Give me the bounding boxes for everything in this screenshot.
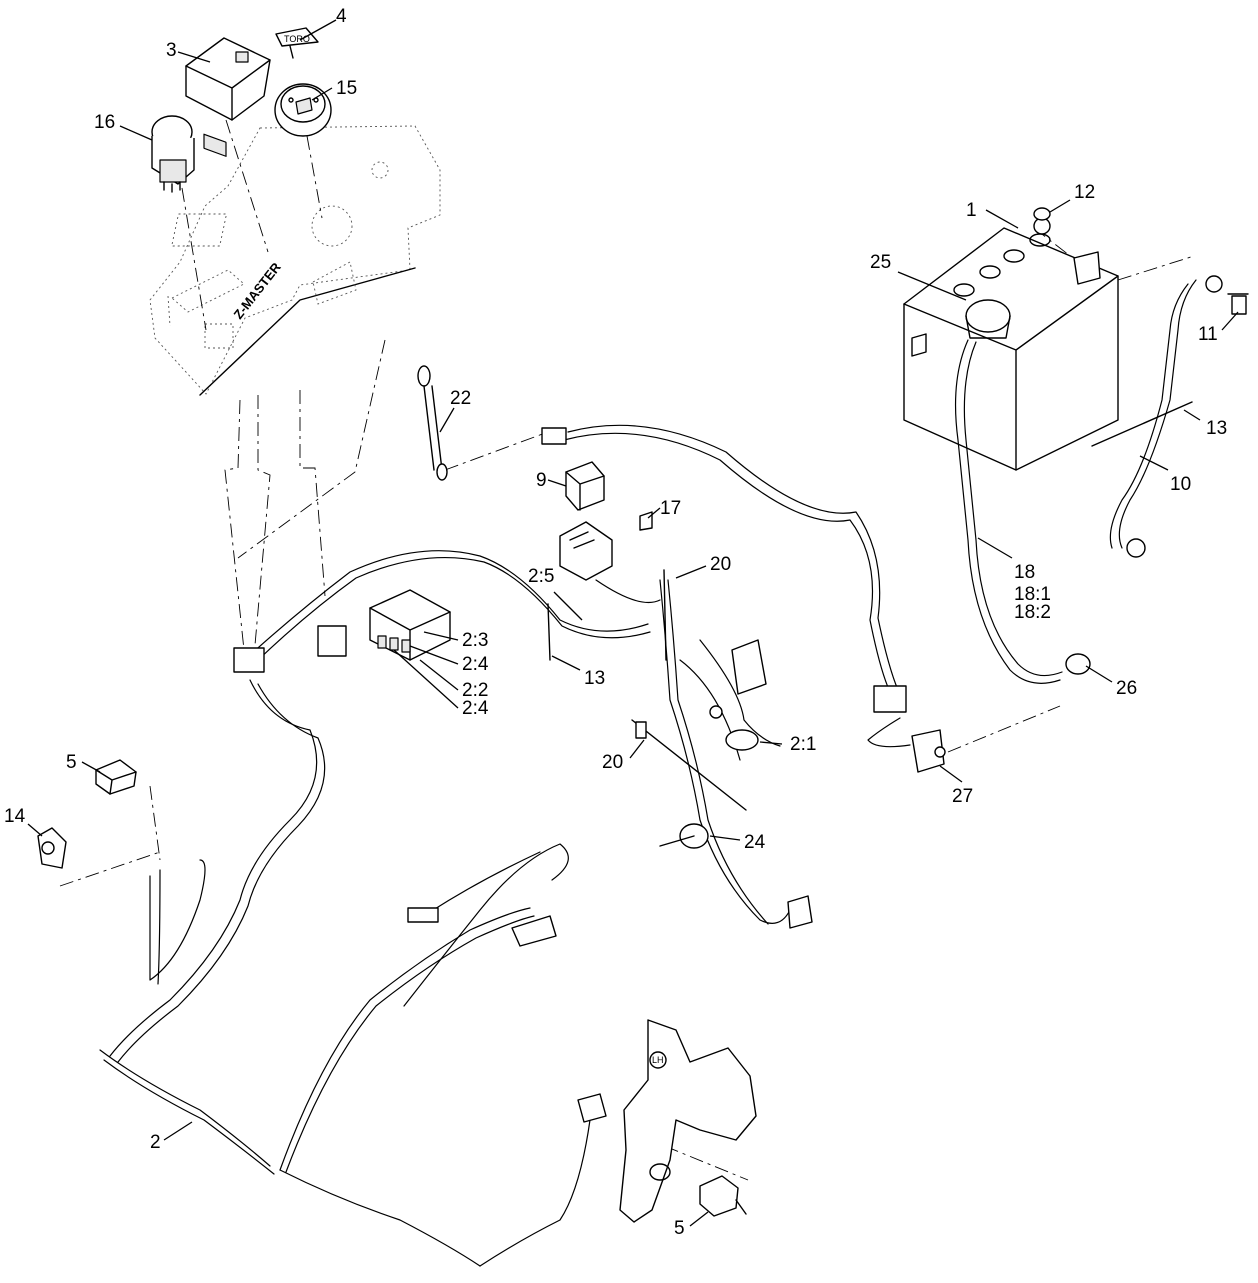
callout-18-1: 18:1: [1014, 584, 1051, 605]
callout-11: 11: [1198, 324, 1218, 345]
seat-switch: [95, 759, 137, 795]
hour-meter: [185, 37, 271, 157]
callout-18-2: 18:2: [1014, 602, 1051, 623]
positive-cable: [954, 339, 1091, 684]
console-brand-logo: Z-MASTER: [231, 259, 285, 322]
battery-harness-connector: [867, 717, 946, 773]
ignition-switch: [274, 83, 332, 137]
callout-2-4b: 2:4: [462, 698, 489, 719]
cable-tie-right: [1091, 401, 1193, 447]
callout-26: 26: [1116, 678, 1137, 699]
seat-switch-clip: [37, 827, 67, 869]
negative-cable: [1109, 275, 1223, 558]
relay-base: [559, 521, 613, 581]
callout-4: 4: [336, 6, 347, 27]
svg-text:LH: LH: [652, 1055, 664, 1065]
callouts: 1 2 2:1 2:2 2:3 2:4 2:4 2:5 3 4 5 5 9 10…: [4, 6, 1227, 1239]
callout-20b: 20: [602, 752, 623, 773]
svg-text:Z-MASTER: Z-MASTER: [231, 259, 285, 322]
callout-12: 12: [1074, 182, 1095, 203]
pto-switch: [151, 115, 195, 193]
ignition-key: TORO: [275, 27, 319, 59]
callout-24: 24: [744, 832, 766, 853]
fuse-block: [369, 589, 451, 661]
lh-park-brake-bracket: LH: [619, 1019, 757, 1223]
callout-13a: 13: [1206, 418, 1227, 439]
callout-5b: 5: [674, 1218, 685, 1239]
main-wire-harness: [99, 424, 907, 1267]
callout-10: 10: [1170, 474, 1191, 495]
callout-13b: 13: [584, 668, 605, 689]
callout-25: 25: [870, 252, 891, 273]
callout-15: 15: [336, 78, 357, 99]
callout-17: 17: [660, 498, 681, 519]
callout-20a: 20: [710, 554, 731, 575]
wire-grommet: [659, 823, 709, 849]
callout-5a: 5: [66, 752, 77, 773]
terminal-bolt: [1227, 293, 1249, 315]
battery: [903, 217, 1119, 471]
flat-washer: [1033, 207, 1051, 221]
callout-2-1: 2:1: [790, 734, 816, 755]
callout-3: 3: [166, 40, 177, 61]
callout-14: 14: [4, 806, 26, 827]
callout-16: 16: [94, 112, 115, 133]
relay-screw: [639, 511, 653, 531]
callout-22: 22: [450, 388, 471, 409]
leader-lines: [27, 19, 1239, 1227]
callout-2-5: 2:5: [528, 566, 554, 587]
callout-2-4a: 2:4: [462, 654, 489, 675]
svg-text:TORO: TORO: [284, 34, 310, 44]
callout-27: 27: [952, 786, 973, 807]
harness-clip: [417, 365, 448, 481]
callout-2-3: 2:3: [462, 630, 488, 651]
terminal-boot: [965, 299, 1011, 339]
callout-9: 9: [536, 470, 547, 491]
callout-2-2: 2:2: [462, 680, 488, 701]
park-brake-switch: [699, 1175, 747, 1217]
cable-ties: [547, 569, 747, 811]
relay: [565, 461, 605, 511]
callout-2: 2: [150, 1132, 161, 1153]
callout-18: 18: [1014, 562, 1035, 583]
callout-1: 1: [966, 200, 977, 221]
